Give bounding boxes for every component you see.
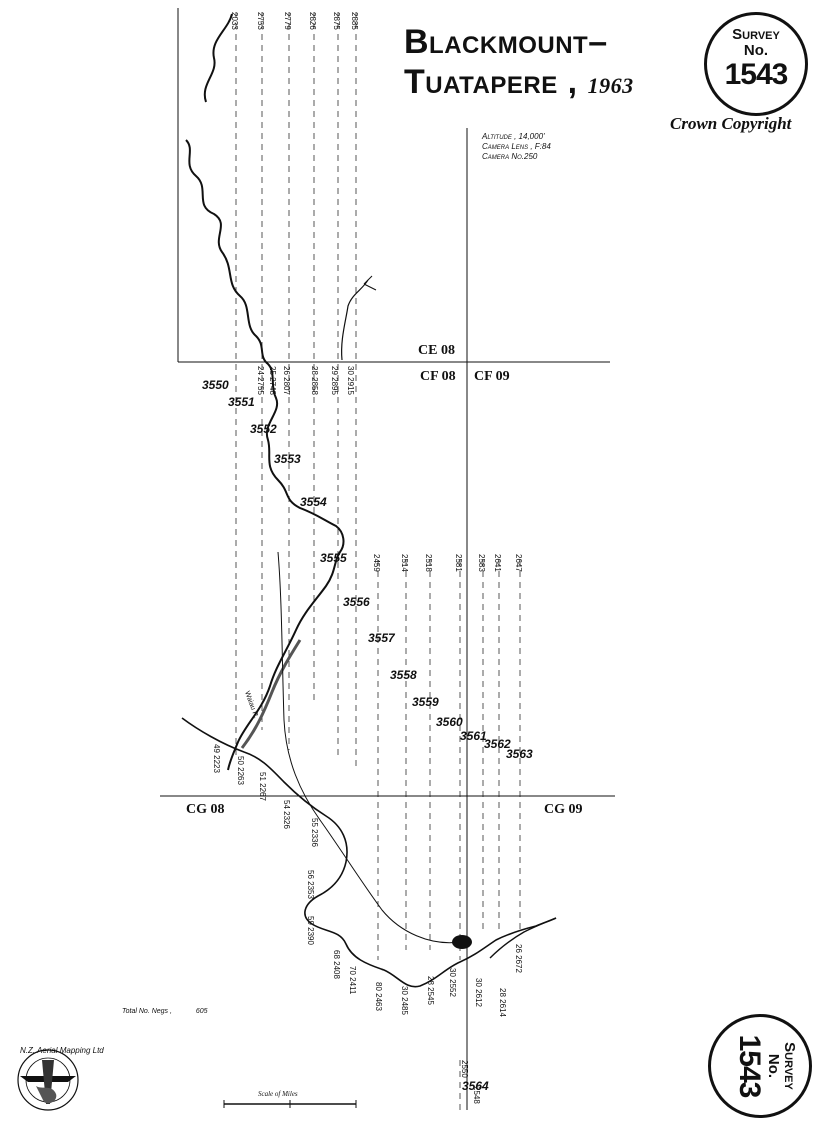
strip-number: 80 2463 <box>374 982 383 1011</box>
strip-number: 2641 <box>493 554 502 572</box>
upper-strip-top-numbers: 2033 2753 2779 2826 2875 2885 <box>230 12 359 30</box>
strip-number: 25 2748 <box>268 366 277 395</box>
photo-label: 3561 <box>460 729 487 743</box>
strip-number: 26 2807 <box>282 366 291 395</box>
road-line <box>277 551 461 944</box>
strip-number: 26 2672 <box>514 944 523 973</box>
photo-label: 3559 <box>412 695 439 709</box>
river-waiau <box>185 13 345 771</box>
strip-number: 30 2915 <box>346 366 355 395</box>
stamp-survey-text: Survey <box>781 1042 798 1090</box>
photo-label: 3553 <box>274 452 301 466</box>
strip-number: 28 2545 <box>426 976 435 1005</box>
photo-label: 3552 <box>250 422 277 436</box>
stamp-no-text: No. <box>743 42 769 59</box>
stamp-survey-text: Survey <box>732 26 780 43</box>
strip-number: 24 2755 <box>256 366 265 395</box>
camera-text: Camera No.250 <box>482 152 538 161</box>
photo-label: 3556 <box>343 595 370 609</box>
strip-number: 30 2552 <box>448 968 457 997</box>
bottom-run-numbers: 49 2223 50 2263 51 2267 54 2326 55 2336 … <box>212 744 523 1104</box>
grid-label-cg08: CG 08 <box>186 802 225 817</box>
strip-number: 2033 <box>230 12 239 30</box>
title-line-2: Tuatapere , <box>404 63 578 101</box>
logo-text: N.Z. Aerial Mapping Ltd <box>20 1046 104 1055</box>
strip-number: 51 2267 <box>258 772 267 801</box>
strip-number: 2753 <box>256 12 265 30</box>
river-hatched-banks <box>240 639 302 749</box>
total-negs: Total No. Negs , 605 <box>122 1008 208 1015</box>
photo-labels: 3550 3551 3552 3553 3554 3555 3556 3557 … <box>202 378 533 1093</box>
stamp-no-text: No. <box>765 1053 782 1079</box>
strip-number: 28 2614 <box>498 988 507 1017</box>
title-line-1: Blackmount– <box>404 23 608 61</box>
strip-number: 2514 <box>400 554 409 572</box>
strip-number: 50 2263 <box>236 756 245 785</box>
title-year: 1963 <box>587 73 634 98</box>
stamp-number: 1543 <box>724 58 789 91</box>
scale-bar <box>223 1100 357 1108</box>
strip-number: 2518 <box>424 554 433 572</box>
strip-number: 2583 <box>477 554 486 572</box>
scale-label: Scale of Miles <box>258 1090 298 1098</box>
grid-label-cf09: CF 09 <box>474 369 510 384</box>
strip-number: 2885 <box>350 12 359 30</box>
flight-info: Altitude , 14,000' Camera Lens , F:84 Ca… <box>482 132 551 162</box>
strip-number: 30 2485 <box>400 986 409 1015</box>
strip-number: 70 2411 <box>348 966 357 995</box>
photo-label: 3555 <box>320 551 347 565</box>
tributary-upper <box>341 279 369 361</box>
photo-label: 3554 <box>300 495 327 509</box>
lower-strip-top-numbers: 2459 2514 2518 2581 2583 2641 2647 <box>372 554 523 572</box>
upper-strip-bottom-pairs: 24 2755 25 2748 26 2807 28 2858 29 2895 … <box>256 366 355 395</box>
strip-number: 54 2326 <box>282 800 291 829</box>
lake-marker <box>452 935 472 949</box>
map-title: Blackmount– Tuatapere , 1963 <box>404 22 664 106</box>
strip-number: 2826 <box>308 12 317 30</box>
strip-number: 2459 <box>372 554 381 572</box>
strip-number: 30 2612 <box>474 978 483 1007</box>
strip-number: 2779 <box>283 12 292 30</box>
strip-number: 2581 <box>454 554 463 572</box>
river-lower <box>181 717 557 988</box>
strip-number: 2647 <box>514 554 523 572</box>
grid-label-ce08: CE 08 <box>418 343 455 358</box>
strip-number: 28 2858 <box>310 366 319 395</box>
survey-stamp-top: Survey No. 1543 <box>704 12 808 116</box>
lens-text: Camera Lens , F:84 <box>482 142 551 151</box>
photo-label: 3557 <box>368 631 396 645</box>
survey-stamp-bottom: Survey No. 1543 <box>708 1014 812 1118</box>
photo-label: 3563 <box>506 747 533 761</box>
strip-number: 2548 <box>472 1086 481 1104</box>
lower-flight-lines <box>377 560 521 1110</box>
photo-label: 3562 <box>484 737 511 751</box>
strip-number: 59 2390 <box>306 916 315 945</box>
altitude-text: Altitude , 14,000' <box>482 132 545 141</box>
river-label: Waiau R. <box>243 690 259 719</box>
stamp-number: 1543 <box>733 1034 766 1098</box>
river-east <box>489 917 557 959</box>
grid-label-cf08: CF 08 <box>420 369 456 384</box>
photo-label: 3550 <box>202 378 229 392</box>
strip-number: 56 2353 <box>306 870 315 899</box>
strip-number: 2875 <box>332 12 341 30</box>
photo-label: 3564 <box>462 1079 489 1093</box>
strip-number: 55 2336 <box>310 818 319 847</box>
photo-label: 3551 <box>228 395 255 409</box>
strip-number: 2550 <box>460 1060 469 1078</box>
photo-label: 3558 <box>390 668 417 682</box>
tributary-upper-fork <box>363 275 377 291</box>
total-negs-label: Total No. Negs , <box>122 1008 172 1015</box>
grid-label-cg09: CG 09 <box>544 802 583 817</box>
upper-flight-lines <box>235 12 357 770</box>
total-negs-value: 605 <box>195 1008 208 1015</box>
crown-copyright: Crown Copyright <box>670 114 792 133</box>
strip-number: 68 2408 <box>332 950 341 979</box>
strip-number: 29 2895 <box>330 366 339 395</box>
photo-label: 3560 <box>436 715 463 729</box>
strip-number: 49 2223 <box>212 744 221 773</box>
aerial-mapping-logo-icon <box>17 1049 79 1111</box>
